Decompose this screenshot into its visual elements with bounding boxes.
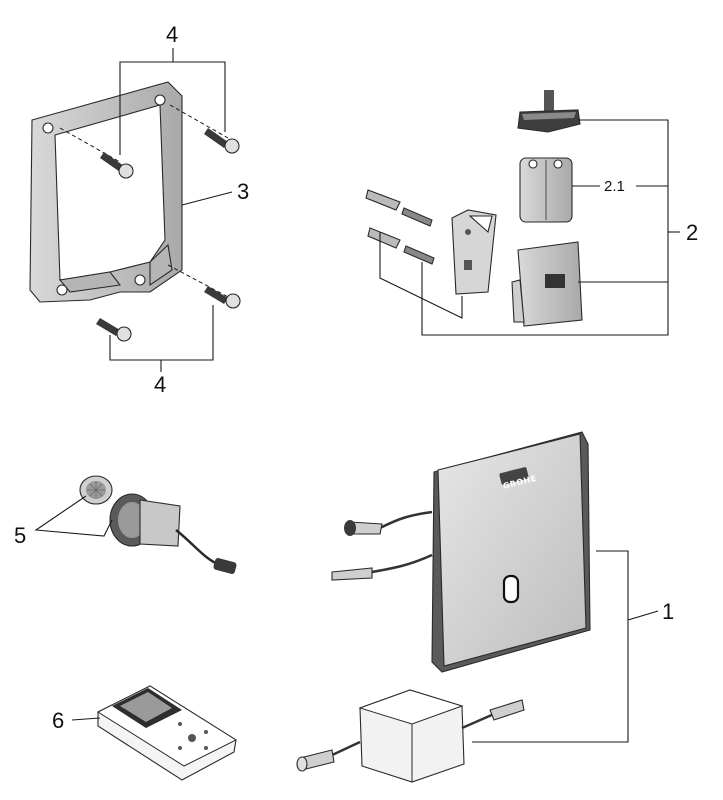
callout-4-top: 4: [166, 22, 178, 47]
leader-6: [71, 717, 101, 721]
wall-bracket: [451, 209, 497, 295]
sensor-window: [502, 574, 520, 604]
cover-cables: [331, 510, 433, 581]
battery-part-2-1: [519, 157, 573, 223]
leader-3: [181, 191, 233, 206]
leader-1: [472, 550, 629, 743]
mounting-frame-part-3: [29, 81, 183, 303]
screw-top-right: [169, 104, 240, 154]
battery-housing: [511, 241, 583, 327]
screw-bottom-left: [96, 318, 132, 342]
leader-1-stem: [627, 610, 659, 621]
callout-2-1: 2.1: [604, 178, 625, 195]
leader-5: [34, 495, 113, 537]
screw-bottom-right: [167, 264, 241, 309]
battery-cap: [517, 90, 581, 133]
dowels-and-screws: [365, 189, 435, 265]
callout-6: 6: [52, 708, 64, 733]
screw-top-left: [59, 127, 134, 179]
leader-2-dowels: [379, 232, 463, 319]
power-supply-unit: [296, 689, 525, 783]
strainer-part-5: [79, 475, 113, 505]
callout-2: 2: [686, 220, 698, 245]
callout-1: 1: [662, 599, 674, 624]
leader-2-frame: [421, 119, 669, 336]
callout-5: 5: [14, 523, 26, 548]
callout-4-bottom: 4: [154, 372, 166, 397]
solenoid-valve-part-5: [109, 493, 237, 574]
cover-plate-part-1: GROHE: [431, 431, 591, 673]
remote-control-part-6: [96, 685, 238, 781]
callout-3: 3: [237, 179, 249, 204]
